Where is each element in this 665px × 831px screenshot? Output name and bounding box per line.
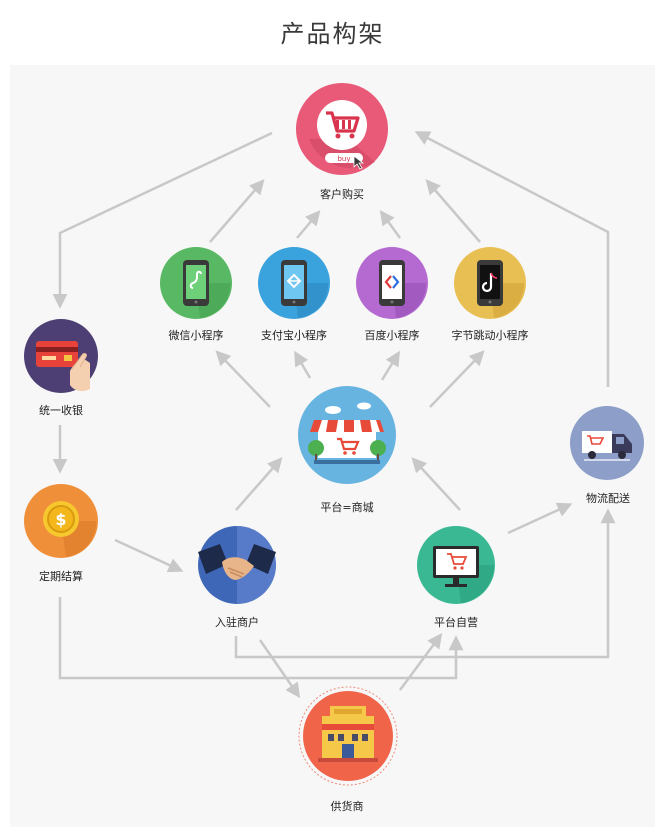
- page-title: 产品构架: [280, 20, 385, 48]
- arrow-settlement-to-merchant: [114, 538, 184, 573]
- buy-tag: buy: [337, 155, 350, 163]
- logistics-delivery-label: 物流配送: [586, 492, 630, 505]
- arrow-merchant-to-supplier: [258, 639, 301, 699]
- alipay-miniprogram-label: 支付宝小程序: [261, 329, 327, 342]
- arrow-wechat-to-customer: [209, 179, 265, 243]
- supplier-label: 供货商: [330, 800, 364, 813]
- arrow-selfop-to-platform: [411, 457, 461, 511]
- self-operated-label: 平台自营: [434, 616, 478, 629]
- platform-mall-label: 平台=商城: [320, 501, 374, 514]
- arrow-merchant-to-platform: [235, 457, 283, 511]
- arrow-baidu-to-customer: [379, 209, 402, 239]
- arrow-platform-to-alipay: [294, 350, 312, 379]
- wechat-miniprogram-label: 微信小程序: [168, 329, 224, 342]
- baidu-miniprogram-icon: [356, 247, 428, 319]
- bytedance-miniprogram-icon: [454, 247, 526, 319]
- arrow-supplier-to-selfop: [398, 632, 443, 691]
- unified-cashier-label: 统一收银: [39, 404, 83, 417]
- arrow-selfop-to-logistics: [507, 502, 573, 535]
- customer-purchase-icon: buy: [296, 83, 388, 175]
- platform-mall-icon: [298, 386, 396, 484]
- alipay-miniprogram-icon: [258, 247, 330, 319]
- arrow-platform-to-wechat: [215, 350, 271, 408]
- arrow-alipay-to-customer: [296, 210, 321, 239]
- arrow-merchant-to-logistics: [234, 508, 616, 659]
- settled-merchant-label: 入驻商户: [215, 616, 259, 629]
- supplier-icon: [298, 686, 398, 786]
- arrow-platform-to-bytedance: [429, 350, 485, 408]
- periodic-settlement-icon: $: [24, 484, 98, 558]
- periodic-settlement-label: 定期结算: [39, 570, 83, 583]
- bytedance-miniprogram-label: 字节跳动小程序: [451, 329, 529, 342]
- wechat-miniprogram-icon: [160, 247, 232, 319]
- baidu-miniprogram-label: 百度小程序: [364, 329, 420, 342]
- arrow-bytedance-to-customer: [425, 179, 481, 243]
- logistics-delivery-icon: [570, 406, 644, 480]
- self-operated-icon: [417, 526, 495, 604]
- arrow-customer-to-cashier: [52, 131, 273, 309]
- settled-merchant-icon: [198, 526, 276, 604]
- arrow-platform-to-baidu: [380, 350, 400, 381]
- arrow-logistics-to-customer: [414, 131, 610, 387]
- svg-text:$: $: [55, 510, 66, 529]
- unified-cashier-icon: [24, 319, 98, 393]
- customer-purchase-label: 客户购买: [320, 188, 364, 201]
- arrow-settlement-to-selfop: [58, 597, 464, 680]
